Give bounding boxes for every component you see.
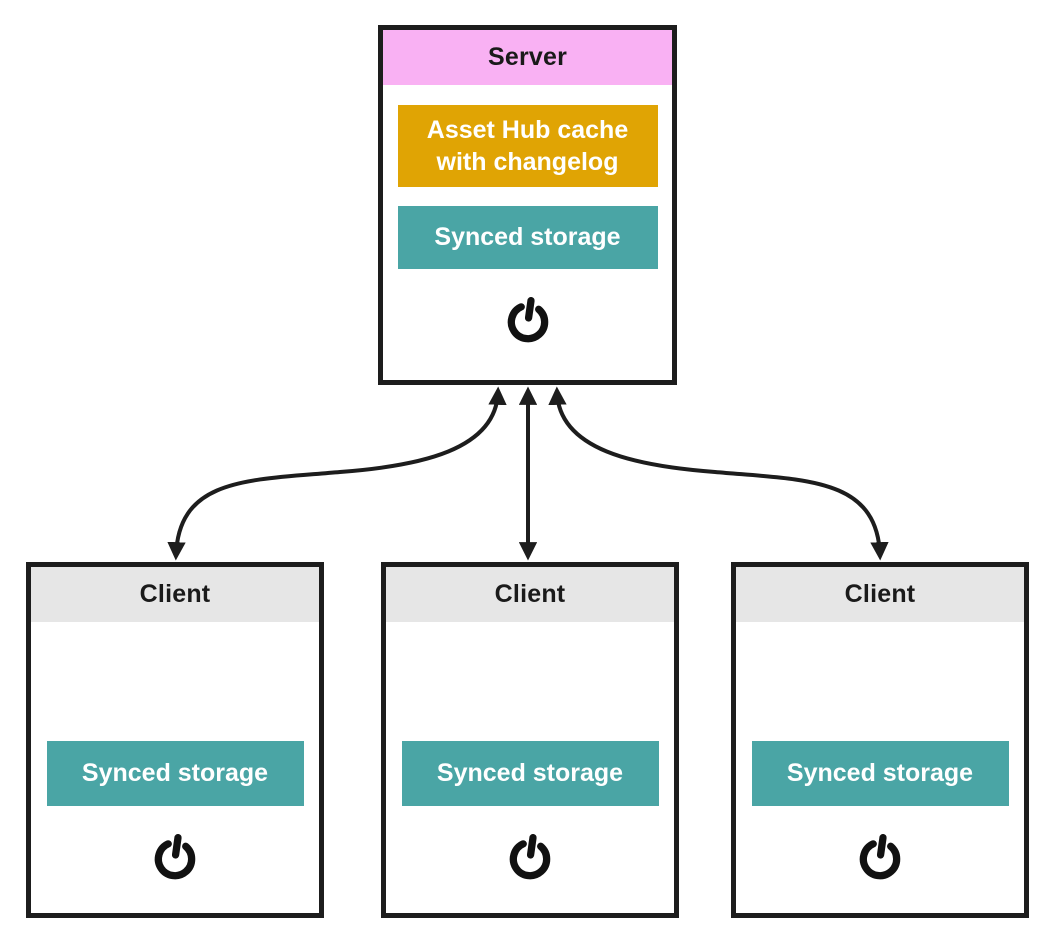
- server-box: Server Asset Hub cache with changelog Sy…: [378, 25, 677, 385]
- arrow-server-client-left: [167, 386, 507, 561]
- client-box-2: Client Synced storage: [381, 562, 679, 918]
- client-title: Client: [386, 567, 674, 622]
- asset-hub-cache-node: Asset Hub cache with changelog: [397, 105, 658, 187]
- server-synced-storage-node: Synced storage: [397, 206, 658, 269]
- client-synced-storage-node: Synced storage: [401, 741, 659, 806]
- server-title: Server: [383, 30, 672, 85]
- power-icon: [855, 832, 905, 884]
- client-box-1: Client Synced storage: [26, 562, 324, 918]
- client-synced-storage-node: Synced storage: [46, 741, 304, 806]
- power-icon: [503, 295, 553, 347]
- client-title: Client: [736, 567, 1024, 622]
- client-box-3: Client Synced storage: [731, 562, 1029, 918]
- power-icon: [505, 832, 555, 884]
- client-title: Client: [31, 567, 319, 622]
- arrow-server-client-right: [548, 386, 889, 561]
- client-synced-storage-node: Synced storage: [751, 741, 1009, 806]
- power-icon: [150, 832, 200, 884]
